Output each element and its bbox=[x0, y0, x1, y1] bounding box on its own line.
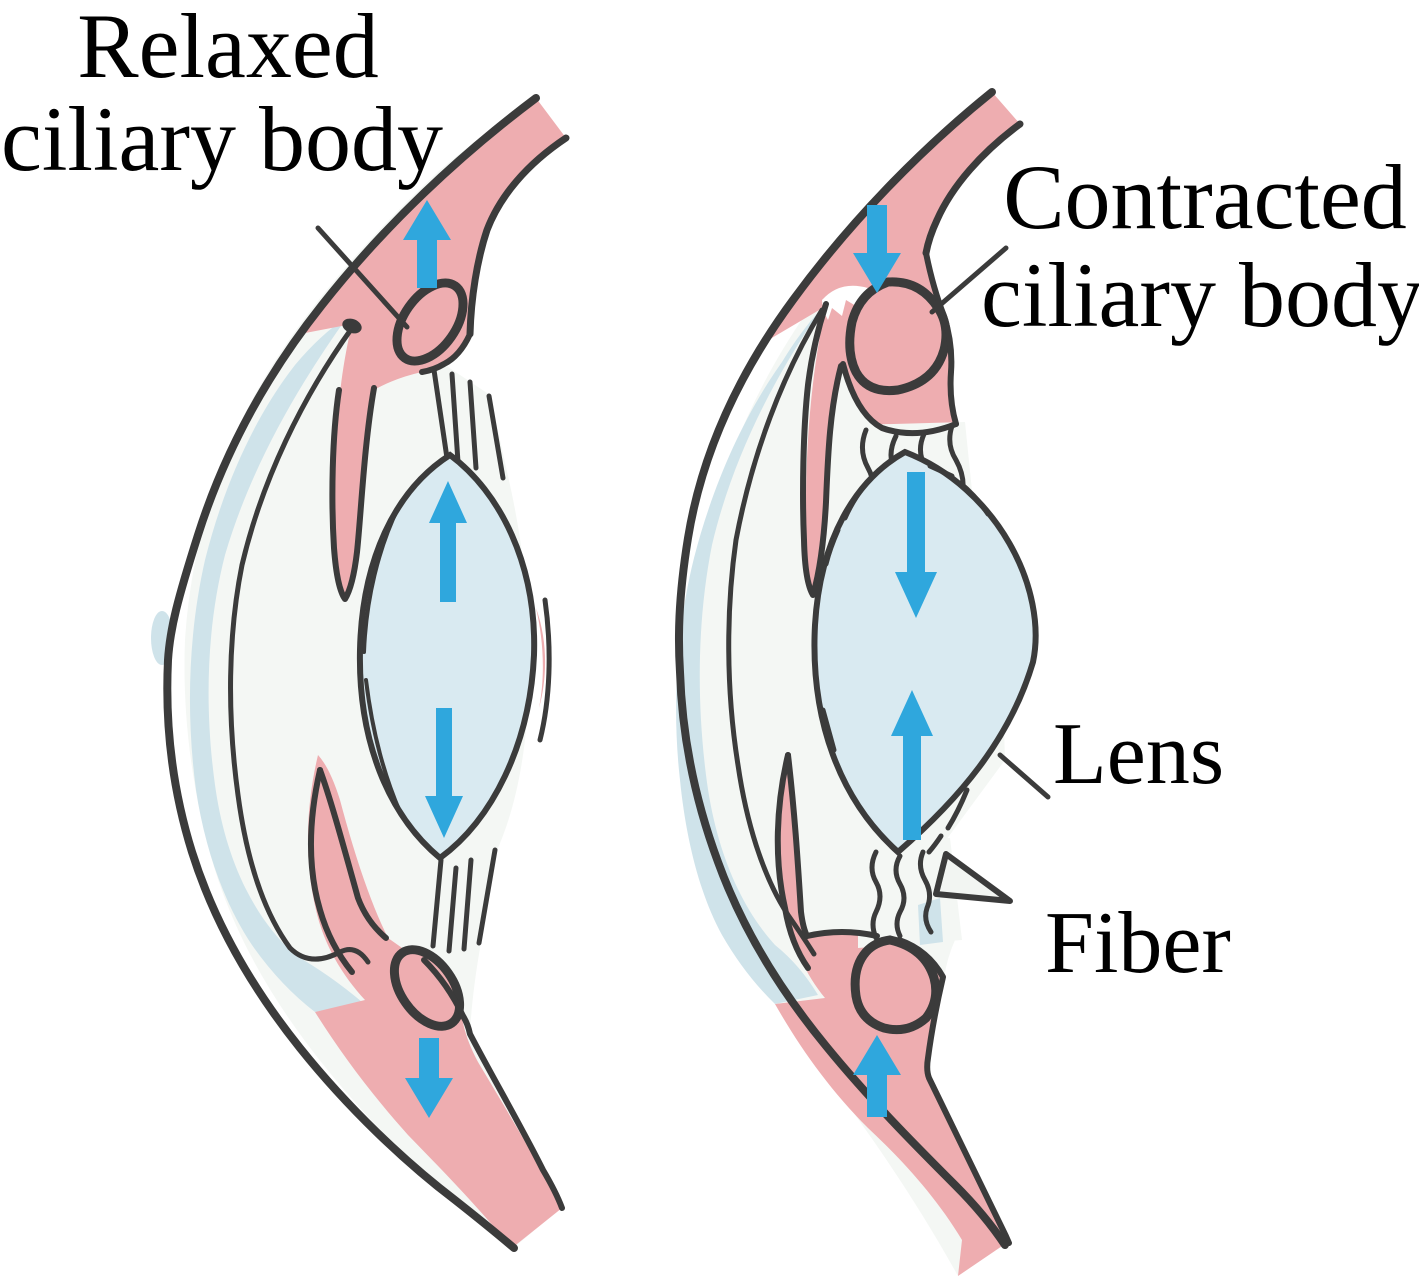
arrow-upper-ciliary-down bbox=[853, 205, 901, 293]
contracted-ciliary-muscle-bottom bbox=[850, 935, 941, 1035]
lens-previous-shape-dashes bbox=[820, 463, 991, 855]
relaxed-lens-inner-line-bottom bbox=[364, 678, 402, 814]
contracted-tissue-outlines bbox=[726, 120, 1024, 1246]
relaxed-tissue-outlines bbox=[228, 134, 570, 1211]
relaxed-ciliary-muscle-bottom bbox=[389, 945, 465, 1031]
contracted-leader-line bbox=[929, 245, 1009, 315]
contracted-force-arrows bbox=[853, 205, 937, 1117]
relaxed-lens-edge-pink-fleck bbox=[536, 608, 546, 708]
relaxed-zonule-fibers-top bbox=[431, 367, 506, 481]
relaxed-eye-section bbox=[151, 94, 570, 1252]
relaxed-title-line2: ciliary body bbox=[1, 88, 443, 190]
contracted-zonule-fibers-bottom bbox=[869, 849, 934, 941]
relaxed-lens-outer-line-right bbox=[537, 597, 552, 743]
contracted-title-line1: Contracted bbox=[1003, 146, 1407, 248]
arrow-lower-ciliary-down bbox=[405, 1038, 453, 1118]
relaxed-cornea-band bbox=[189, 316, 362, 1012]
fiber-label: Fiber bbox=[1045, 895, 1231, 992]
contracted-ciliary-muscle-top bbox=[845, 277, 951, 396]
contracted-eye-section bbox=[674, 88, 1039, 1276]
arrow-lens-top-up bbox=[429, 481, 467, 602]
fiber-pointer-spike bbox=[933, 851, 1013, 904]
relaxed-leader-line bbox=[315, 225, 410, 330]
arrow-lens-bottom-up bbox=[891, 690, 933, 840]
relaxed-title-line1: Relaxed bbox=[77, 0, 378, 97]
relaxed-zonule-fibers-bottom bbox=[430, 847, 498, 954]
arrow-upper-ciliary-up bbox=[403, 200, 451, 288]
sclera-white-fleck bbox=[822, 285, 868, 320]
arrow-lens-top-down bbox=[895, 472, 937, 618]
relaxed-force-arrows bbox=[403, 200, 467, 1118]
contracted-eye-outer-outline bbox=[674, 88, 1009, 1249]
lens-label: Lens bbox=[1053, 706, 1224, 803]
relaxed-lens bbox=[356, 451, 538, 862]
arrow-lens-bottom-down bbox=[425, 708, 463, 838]
contracted-title-line2: ciliary body bbox=[981, 244, 1419, 346]
relaxed-lens-inner-line-top bbox=[362, 502, 402, 654]
annotations: Relaxed ciliary body Contracted ciliary … bbox=[1, 0, 1419, 992]
lens-leader-line bbox=[997, 752, 1051, 800]
contracted-cornea-band bbox=[676, 308, 822, 1004]
iris-root-fleck bbox=[342, 318, 362, 334]
relaxed-eye-outer-outline bbox=[163, 94, 540, 1252]
arrow-lower-ciliary-up bbox=[853, 1035, 901, 1117]
relaxed-ciliary-muscle-top bbox=[392, 278, 468, 366]
